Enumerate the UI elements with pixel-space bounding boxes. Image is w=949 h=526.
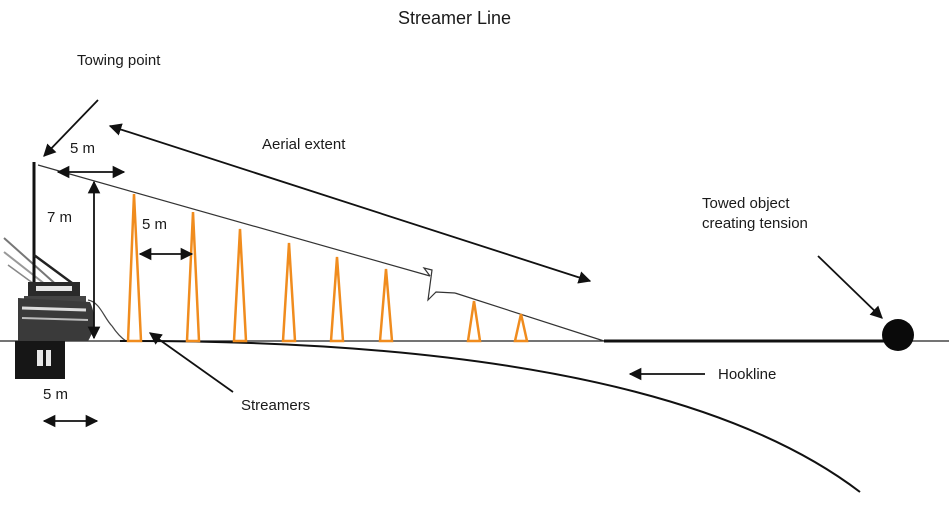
- streamer-8: [513, 313, 529, 343]
- spacing-label: 5 m: [142, 216, 168, 233]
- streamer-5: [329, 256, 345, 343]
- streamer-mainline-continued: [454, 292, 605, 342]
- towed-object-arrow: [817, 255, 883, 319]
- streamer-1: [126, 193, 143, 343]
- towing-point-arrow: [43, 99, 99, 157]
- hookline-curve: [119, 339, 861, 493]
- streamer-mainline: [37, 164, 431, 277]
- towed-object-label-line1: Towed object: [702, 195, 790, 212]
- height-label: 7 m: [47, 209, 73, 226]
- streamer-7: [466, 300, 482, 343]
- streamer-3: [232, 228, 248, 343]
- dim-top-label: 5 m: [70, 140, 96, 157]
- hookline-label: Hookline: [718, 366, 777, 383]
- line-break-mark: [422, 267, 456, 302]
- streamers-arrow: [148, 332, 234, 393]
- streamer-4: [281, 242, 297, 343]
- streamers-group: [126, 193, 529, 343]
- towed-object: [882, 319, 914, 351]
- towed-object-label-line2: creating tension: [702, 215, 808, 232]
- streamer-2: [185, 211, 201, 343]
- streamers-label: Streamers: [241, 397, 311, 414]
- streamer-6: [378, 268, 394, 343]
- boat-width-label: 5 m: [43, 386, 69, 403]
- boat-illustration: [3, 162, 127, 379]
- towing-point-label: Towing point: [77, 52, 161, 69]
- aerial-extent-arrow: [108, 123, 592, 284]
- diagram-title: Streamer Line: [398, 8, 512, 28]
- aerial-extent-label: Aerial extent: [262, 136, 346, 153]
